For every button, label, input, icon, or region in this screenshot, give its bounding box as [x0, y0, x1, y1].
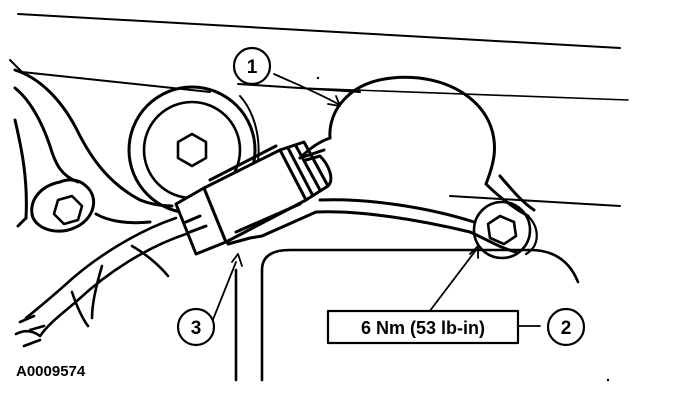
lower-left-bolt	[52, 194, 84, 226]
figure-id-label: A0009574	[16, 363, 86, 380]
lower-cover-outline	[234, 248, 580, 382]
callout-3-circle	[176, 307, 216, 347]
wiring-harness	[14, 216, 188, 348]
sensor-bracket	[298, 75, 536, 254]
callout-1-circle	[232, 46, 272, 86]
scan-specks	[316, 76, 610, 382]
bracket-mounting-bolt	[472, 200, 538, 260]
engine-bracket	[13, 68, 174, 233]
engine-casting-lines	[9, 13, 629, 207]
callout-1-label: 1	[247, 57, 258, 78]
torque-spec-box	[326, 309, 520, 345]
sensor-connector	[174, 140, 333, 256]
callout-3-label: 3	[191, 318, 202, 339]
callout-2-label: 2	[561, 318, 572, 339]
torque-spec-label: 6 Nm (53 lb-in)	[361, 318, 485, 338]
leader-lines	[211, 73, 541, 327]
callout-2-circle	[546, 307, 586, 347]
callout-circles	[176, 46, 586, 347]
